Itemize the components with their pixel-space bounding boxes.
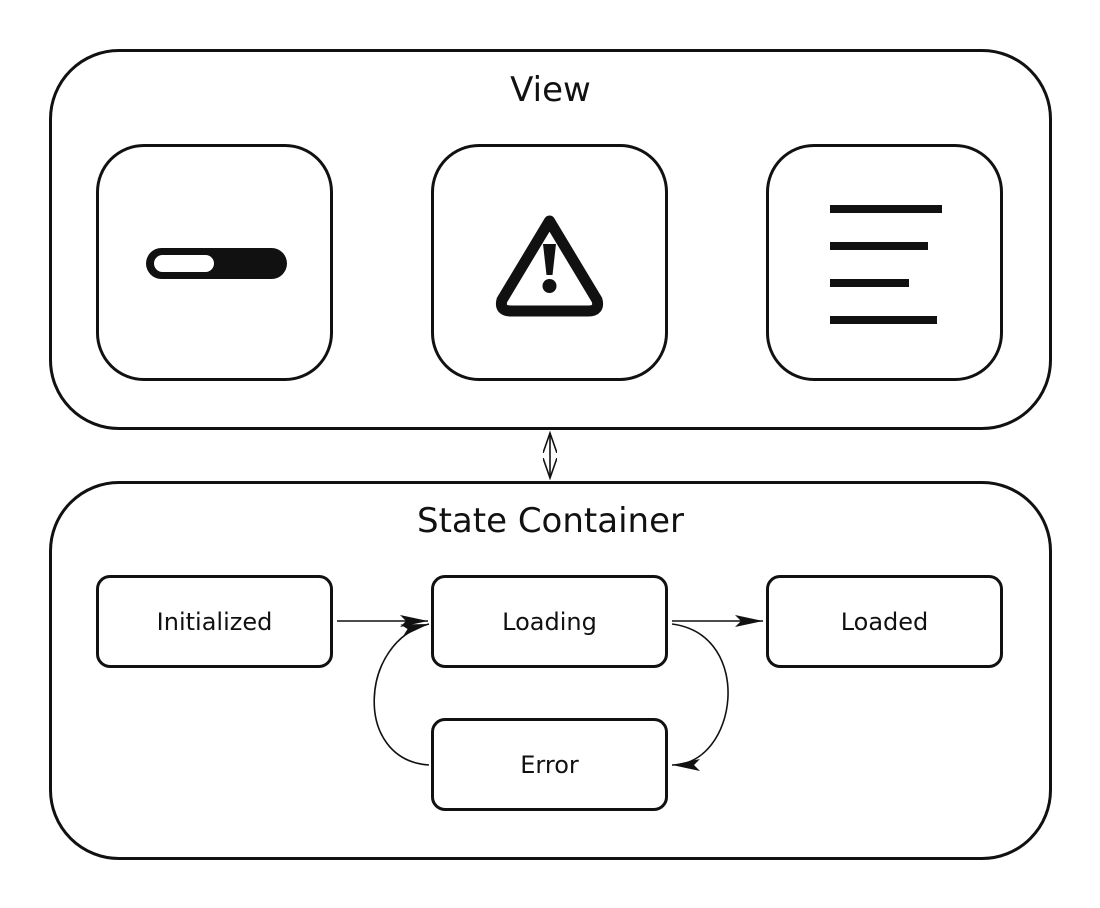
warning-tile [431, 144, 668, 381]
warning-icon [495, 215, 604, 317]
state-initialized-label: Initialized [156, 607, 273, 636]
state-loading-label: Loading [502, 607, 597, 636]
progress-bar-tile [96, 144, 333, 381]
state-loading: Loading [431, 575, 668, 668]
state-error-label: Error [520, 750, 579, 779]
text-lines-tile [766, 144, 1003, 381]
arrow-loading-to-error [671, 623, 729, 771]
state-initialized: Initialized [96, 575, 333, 668]
state-error: Error [431, 718, 668, 811]
text-lines-icon [830, 205, 942, 324]
state-loaded: Loaded [766, 575, 1003, 668]
state-container-title: State Container [417, 501, 684, 541]
view-title: View [510, 70, 591, 110]
progress-bar-icon [146, 248, 287, 279]
arrow-error-to-loading [373, 623, 430, 766]
state-loaded-label: Loaded [840, 607, 929, 636]
